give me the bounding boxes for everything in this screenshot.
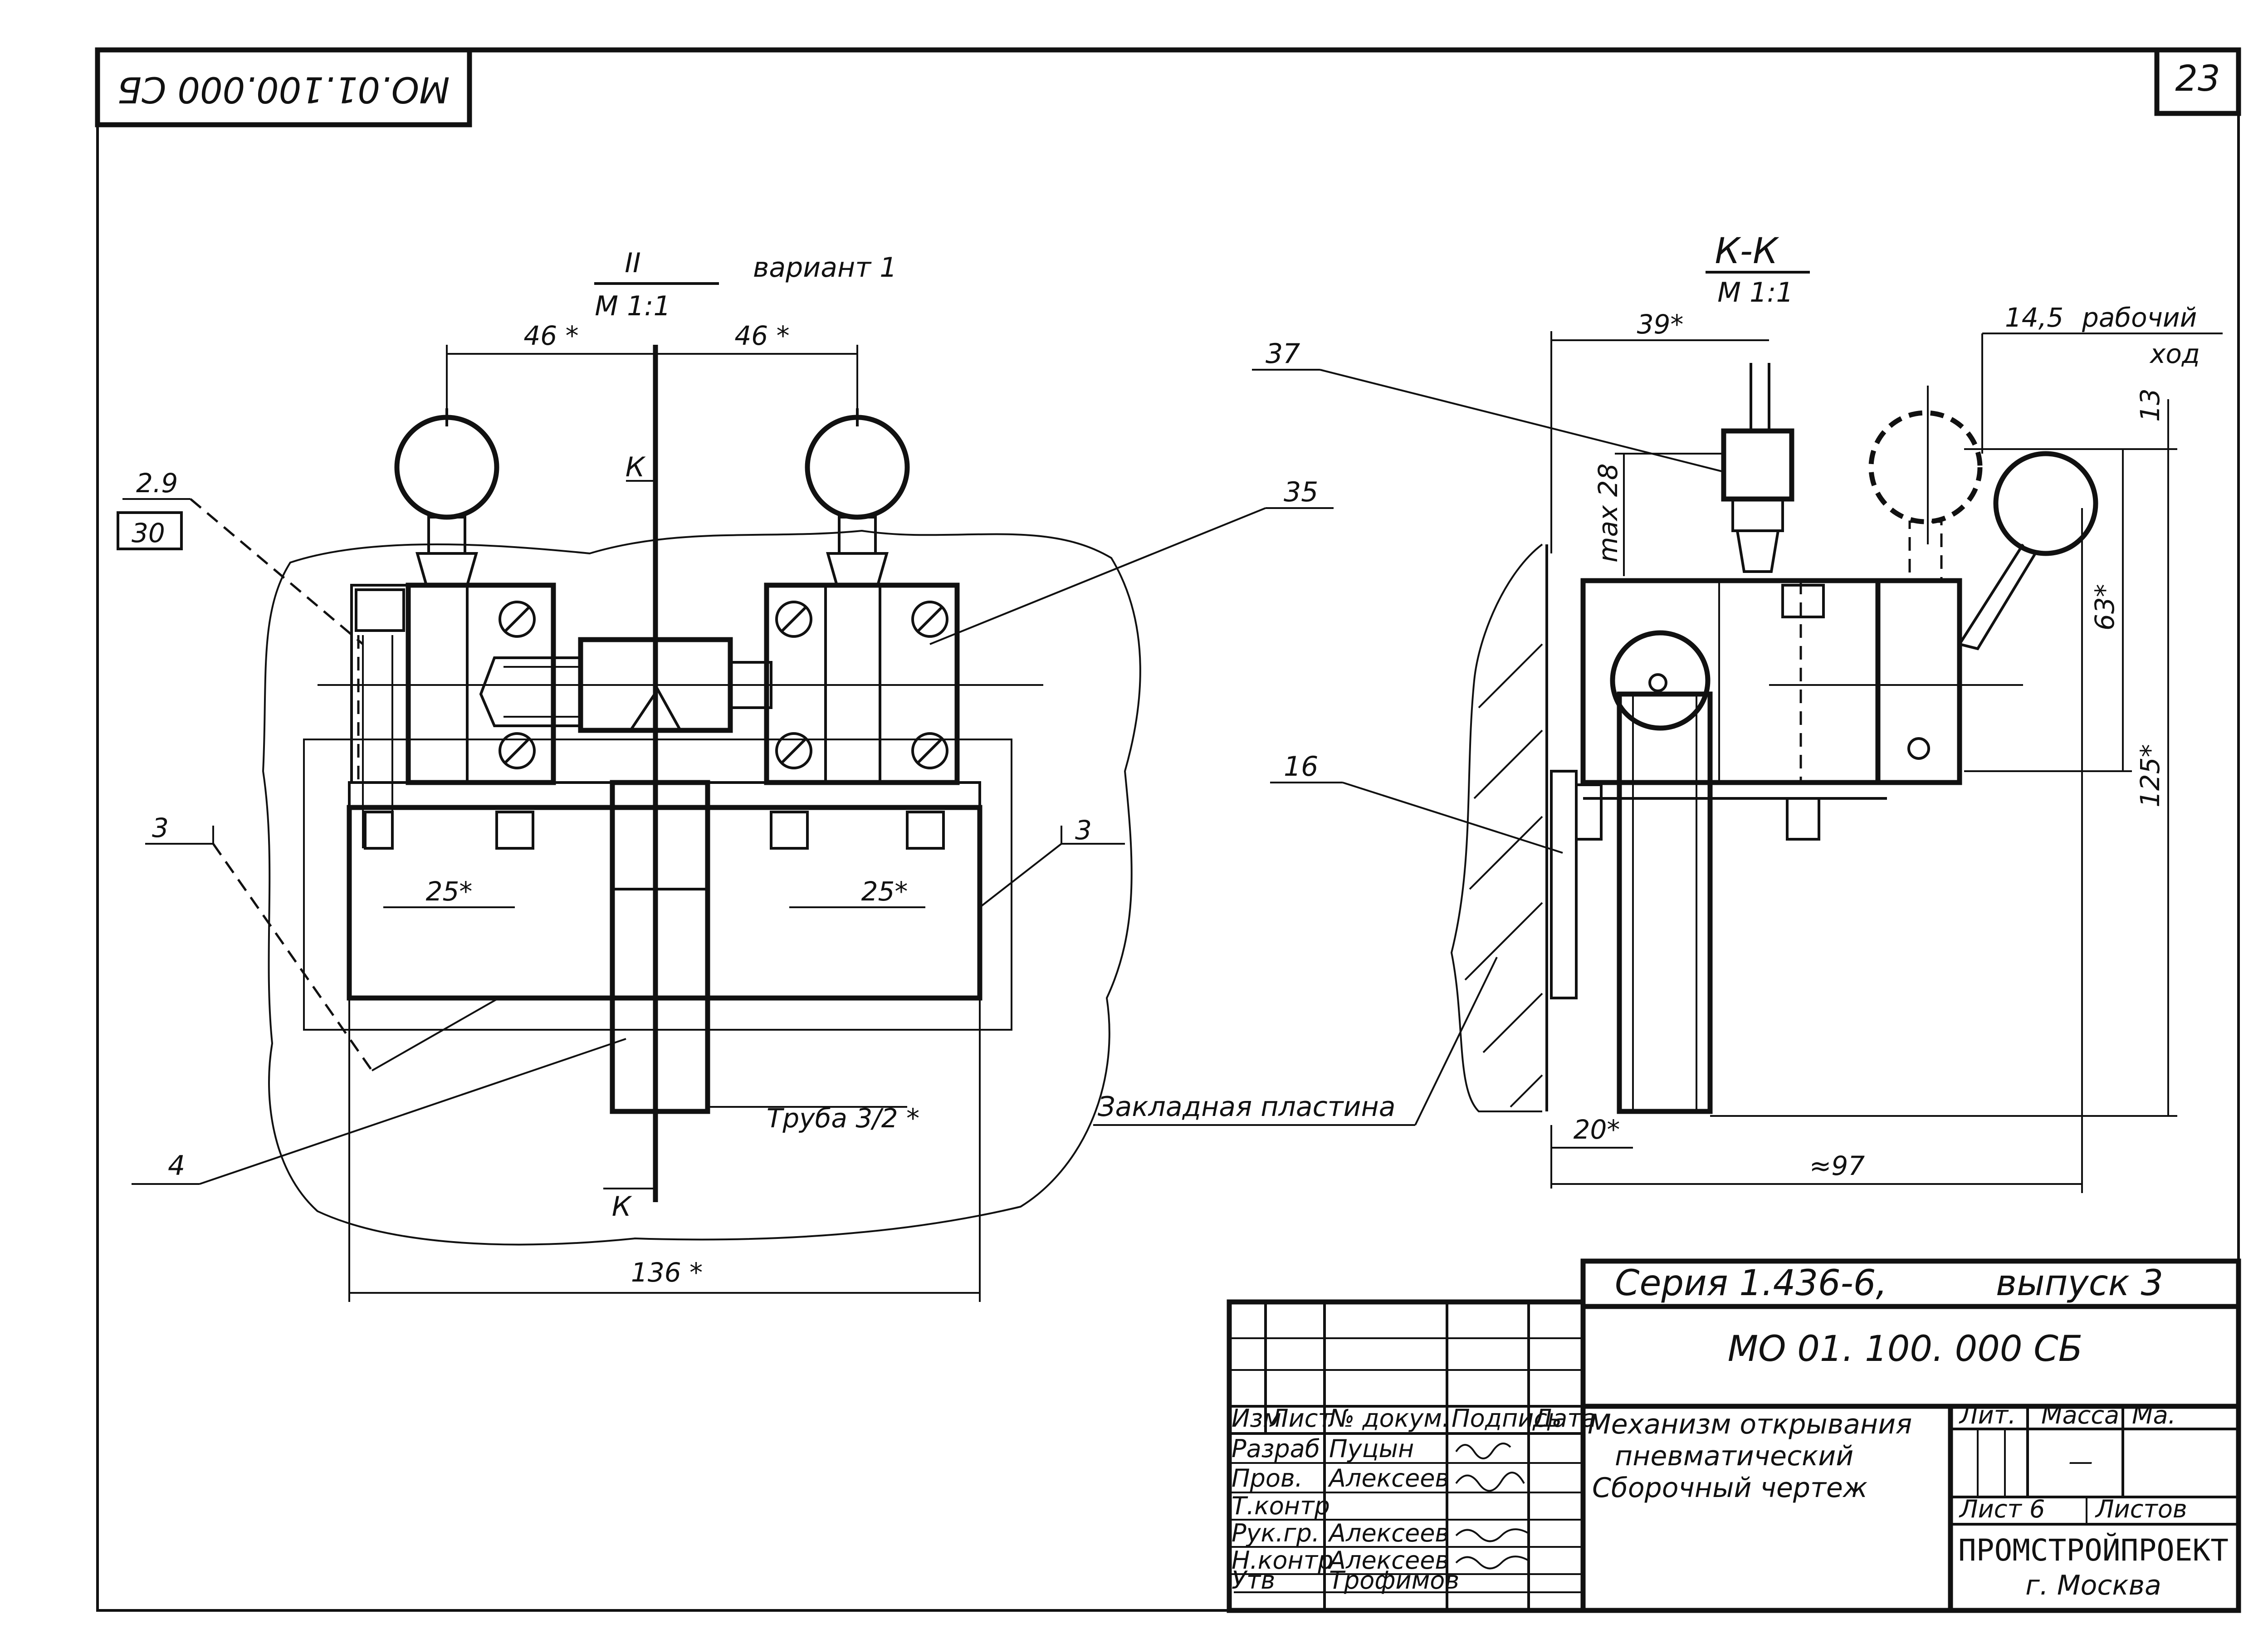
callout-part-37: 37: [1266, 338, 1300, 370]
tb-name-row-6: Трофимов: [1329, 1566, 1459, 1595]
dim-63: 63*: [2089, 584, 2120, 631]
tb-sheets-label: Листов: [2095, 1495, 2187, 1523]
tb-name-row-2: Алексеев: [1328, 1464, 1449, 1492]
callout-weld-left: 3: [152, 812, 169, 843]
tb-col-izm: Изм: [1232, 1404, 1281, 1433]
tb-name-1: Механизм открывания: [1588, 1409, 1912, 1440]
tb-name-row-5: Алексеев: [1328, 1546, 1449, 1575]
dim-13: 13: [2135, 388, 2165, 422]
wall-section-right: [1450, 543, 1543, 1112]
title-block: Серия 1.436-6, выпуск 3 МО 01. 100. 000 …: [1227, 1258, 2241, 1613]
tb-col-sign: Подпись: [1452, 1404, 1562, 1433]
dim-total-left: 136 *: [631, 1257, 703, 1288]
dim-left-half: 46 *: [523, 320, 578, 351]
tb-name-3: Сборочный чертеж: [1592, 1472, 1867, 1504]
dim-gap-right: 25*: [861, 876, 908, 907]
dim-right-half: 46 *: [734, 320, 789, 351]
signature-scribble: [1455, 1443, 1511, 1459]
tb-doc-code: МО 01. 100. 000 СБ: [1728, 1329, 2082, 1370]
tb-role-6: Утв: [1232, 1566, 1275, 1595]
dim-gap-left: 25*: [426, 876, 473, 907]
section-mark-top: К: [626, 451, 646, 483]
dim-bottom-total: ≈97: [1809, 1150, 1865, 1181]
sheet-number: 23: [2175, 59, 2220, 99]
tb-col-date: Дата: [1532, 1404, 1597, 1433]
doc-code-rotated: МО.01.100.000 СБ: [117, 69, 450, 110]
signature-scribble: [1455, 1556, 1529, 1570]
callout-weld-right: 3: [1075, 815, 1092, 846]
doc-code-rotated-box: МО.01.100.000 СБ: [95, 47, 472, 127]
view-left-scale: М 1:1: [595, 290, 670, 322]
callout-weld-a: 2.9: [136, 468, 178, 499]
tb-mass-label: Масса: [2041, 1401, 2119, 1429]
dim-stroke-label-2: ход: [2149, 338, 2200, 369]
view-right: К-К М 1:1: [1093, 231, 2223, 1193]
dim-stroke-value: 14,5: [2005, 302, 2063, 333]
sheet-number-box: 23: [2154, 47, 2241, 116]
tb-lit-label: Лит.: [1959, 1401, 2016, 1429]
tb-name-row-4: Алексеев: [1328, 1519, 1449, 1547]
dim-max: max 28: [1593, 463, 1623, 563]
callout-plate: Закладная пластина: [1098, 1091, 1396, 1123]
wall-contour-left: [262, 529, 1141, 1246]
tb-org-name: ПРОМСТРОЙПРОЕКТ: [1958, 1532, 2229, 1568]
tb-col-docnum: № докум.: [1328, 1404, 1450, 1433]
dim-125: 125*: [2135, 744, 2165, 807]
signature-scribble: [1455, 1528, 1529, 1542]
view-left-title: II: [625, 247, 640, 279]
tb-sheet-label: Лист 6: [1959, 1495, 2045, 1523]
section-mark-bottom: К: [612, 1191, 632, 1223]
tb-series: Серия 1.436-6,: [1615, 1263, 1887, 1304]
tb-role-3: Т.контр: [1232, 1492, 1330, 1520]
tb-issue: выпуск 3: [1996, 1263, 2163, 1304]
tb-scale-label: Ма.: [2132, 1401, 2176, 1429]
dim-stroke-label-1: рабочий: [2082, 302, 2197, 333]
callout-part-35: 35: [1284, 476, 1318, 508]
view-right-scale: М 1:1: [1717, 277, 1793, 308]
callout-weld-b: 30: [132, 518, 165, 548]
view-left: II М 1:1 вариант 1: [117, 247, 1334, 1302]
tb-city: г. Москва: [2025, 1570, 2161, 1601]
callout-part-4: 4: [168, 1150, 185, 1182]
tb-role-4: Рук.гр.: [1232, 1519, 1320, 1547]
callout-pipe: Труба 3/2 *: [767, 1103, 919, 1134]
tb-name-row-1: Пуцын: [1329, 1434, 1414, 1463]
callout-part-16: 16: [1284, 751, 1318, 783]
dim-top-right: 39*: [1637, 309, 1684, 340]
tb-role-1: Разраб: [1232, 1434, 1320, 1463]
sheet-frame: [96, 47, 2240, 1612]
tb-col-list: Лист: [1269, 1404, 1333, 1433]
view-left-variant: вариант 1: [753, 252, 897, 284]
tb-mass-value: —: [2068, 1447, 2093, 1476]
tb-name-2: пневматический: [1615, 1440, 1853, 1472]
dim-bottom-small: 20*: [1574, 1114, 1620, 1145]
view-right-title: К-К: [1715, 231, 1780, 272]
tb-role-2: Пров.: [1232, 1464, 1303, 1492]
signature-scribble: [1455, 1472, 1525, 1492]
tb-role-5: Н.контр: [1232, 1546, 1333, 1575]
